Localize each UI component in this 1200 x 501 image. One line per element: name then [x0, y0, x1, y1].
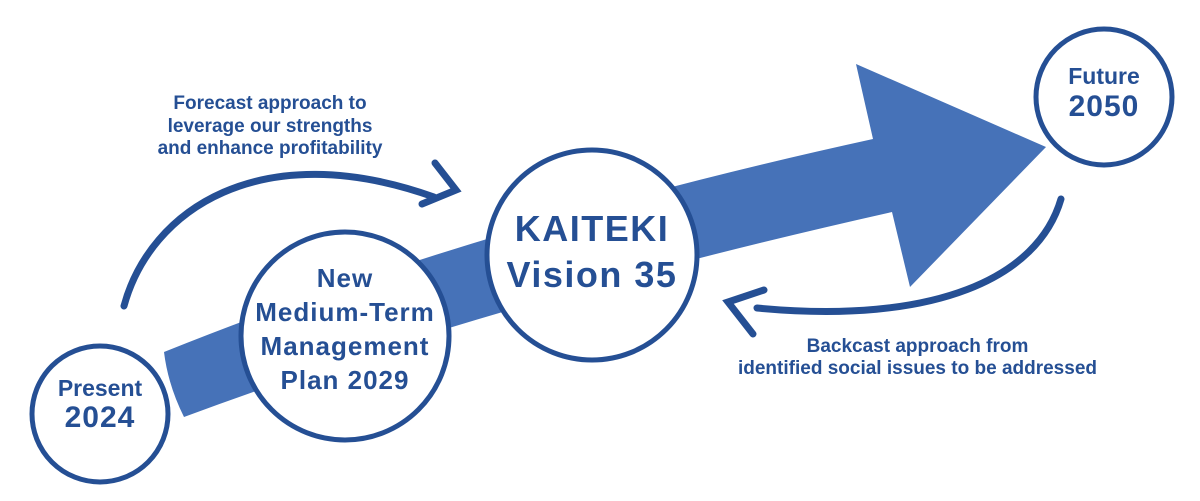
backcast-annotation: Backcast approach from identified social…: [715, 336, 1120, 380]
medium-term-line-3: Management: [260, 331, 430, 361]
forecast-line-1: Forecast approach to: [173, 93, 367, 114]
forecast-line-3: and enhance profitability: [157, 138, 383, 159]
medium-term-line-2: Medium-Term: [255, 297, 435, 327]
future-year: 2050: [1068, 90, 1140, 123]
medium-term-line-4: Plan 2029: [280, 365, 410, 395]
future-node-label: Future 2050: [1036, 29, 1172, 124]
medium-term-plan-circle: [238, 229, 452, 443]
backcast-line-1: Backcast approach from: [806, 336, 1029, 357]
forecast-annotation: Forecast approach to leverage our streng…: [110, 93, 430, 161]
kaiteki-line-1: KAITEKI: [514, 208, 670, 249]
present-year: 2024: [64, 401, 136, 434]
forecast-line-2: leverage our strengths: [167, 115, 373, 137]
forecast-curved-arrow: [120, 170, 438, 310]
present-label-text: Present: [57, 375, 143, 401]
present-circle: [29, 343, 171, 485]
present-node-label: Present 2024: [32, 346, 168, 435]
kaiteki-vision-circle: [484, 147, 700, 363]
backcast-line-2: identified social issues to be addressed: [737, 358, 1097, 379]
kaiteki-line-2: Vision 35: [506, 254, 678, 295]
future-circle: [1033, 26, 1175, 168]
forecast-arrowhead-icon: [418, 159, 462, 208]
medium-term-plan-label: New Medium-Term Management Plan 2029: [241, 232, 449, 397]
backcast-arrowhead-icon: [722, 286, 768, 338]
medium-term-line-1: New: [316, 263, 374, 293]
backcast-curved-arrow: [753, 195, 1065, 315]
future-label-text: Future: [1068, 63, 1140, 89]
kaiteki-vision-label: KAITEKI Vision 35: [487, 150, 697, 298]
